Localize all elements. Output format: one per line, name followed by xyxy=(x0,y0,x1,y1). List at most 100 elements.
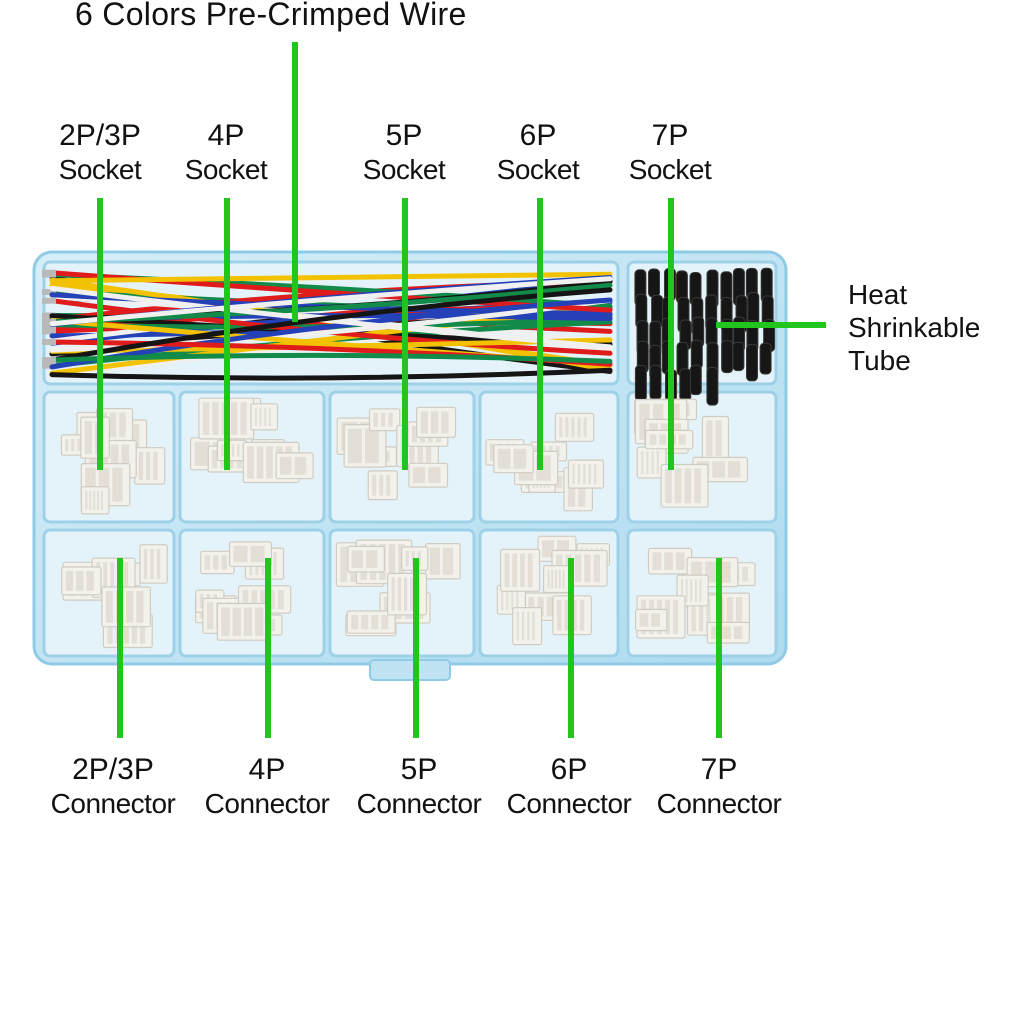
connector-slot xyxy=(109,412,117,438)
connector-kind: Connector xyxy=(50,788,176,820)
connector-slot xyxy=(699,579,702,602)
connector-slot xyxy=(371,615,379,630)
connector-slot xyxy=(107,618,113,644)
connector-slot xyxy=(684,468,692,504)
wire-title: 6 Colors Pre-Crimped Wire xyxy=(75,0,467,32)
crimp-terminal xyxy=(42,339,56,345)
connector-slot xyxy=(242,589,249,610)
connector-slot xyxy=(698,598,704,632)
heat-tube-line1: Heat xyxy=(848,279,908,310)
heat-tube-line3: Tube xyxy=(848,345,911,377)
connector-slot xyxy=(694,468,701,504)
connector-slot xyxy=(71,438,75,452)
connector-slot xyxy=(76,571,84,591)
socket-label-2p3p: 2P/3P Socket xyxy=(48,118,152,186)
connector-slot xyxy=(361,615,369,630)
connector-slot xyxy=(143,548,148,580)
connector-slot xyxy=(528,597,535,617)
connector-slot xyxy=(584,554,591,583)
connector-slot xyxy=(221,444,224,457)
connector-slot xyxy=(388,544,396,580)
connector-slot xyxy=(381,615,389,630)
connector-slot xyxy=(204,555,211,570)
socket-kind: Socket xyxy=(496,154,580,186)
connector-slot xyxy=(490,443,495,462)
connector-slot xyxy=(736,597,743,626)
connector-slot xyxy=(391,577,395,611)
connector-slot xyxy=(512,553,517,588)
shrink-tube xyxy=(706,367,719,406)
connector-piece xyxy=(701,415,730,461)
shrink-tube xyxy=(689,364,702,396)
connector-slot xyxy=(430,411,439,434)
connector-slot xyxy=(243,607,253,637)
connector-slot xyxy=(136,591,144,623)
socket-pins: 4P xyxy=(207,119,245,152)
connector-slot xyxy=(277,589,284,610)
connector-slot xyxy=(250,545,265,563)
connector-slot xyxy=(273,552,277,576)
connector-slot xyxy=(504,553,510,588)
connector-slot xyxy=(726,597,733,626)
socket-pins: 2P/3P xyxy=(59,119,141,152)
socket-pins: 7P xyxy=(651,119,689,152)
connector-slot xyxy=(522,611,525,641)
connector-slot xyxy=(646,451,649,474)
connector-slot xyxy=(103,562,108,594)
connector-slot xyxy=(546,597,553,617)
connector-slot xyxy=(583,464,586,485)
connector-pins: 6P xyxy=(550,753,588,786)
connector-slot xyxy=(579,599,585,631)
connector-slot xyxy=(379,474,384,496)
socket-pins: 6P xyxy=(519,119,557,152)
connector-pins: 2P/3P xyxy=(72,753,154,786)
connector-slot xyxy=(537,597,544,617)
socket-kind: Socket xyxy=(628,154,712,186)
connector-slot xyxy=(77,438,81,452)
connector-slot xyxy=(221,555,227,570)
shrink-tube xyxy=(648,268,660,298)
connector-slot xyxy=(150,548,154,580)
crimp-terminal xyxy=(42,362,56,369)
leader-lines xyxy=(97,42,826,738)
connector-slot xyxy=(405,550,409,567)
connector-slot xyxy=(84,421,93,455)
crimp-terminal xyxy=(42,327,56,333)
connector-slot xyxy=(373,412,378,427)
connector-slot xyxy=(429,547,440,575)
connector-piece xyxy=(250,403,279,431)
box-latch xyxy=(369,659,451,681)
shrink-tube xyxy=(679,368,692,402)
connector-pins: 5P xyxy=(400,753,438,786)
connector-slot xyxy=(269,589,275,610)
connector-slot xyxy=(593,554,600,583)
shrink-tube xyxy=(759,342,772,375)
socket-pins: 5P xyxy=(385,119,423,152)
connector-slot xyxy=(351,615,359,630)
connector-slot xyxy=(722,626,731,639)
connector-kind: Connector xyxy=(656,788,782,820)
connector-slot xyxy=(404,577,408,611)
connector-slot xyxy=(639,613,649,627)
connector-slot xyxy=(156,548,161,580)
connector-slot xyxy=(101,490,103,510)
connector-slot xyxy=(268,407,271,426)
connector-label-5p: 5P Connector xyxy=(346,752,492,820)
connector-slot xyxy=(131,618,137,644)
shrink-tube xyxy=(649,364,662,401)
connector-slot xyxy=(65,438,69,452)
connector-slot xyxy=(397,577,401,611)
connector-slot xyxy=(385,450,390,463)
connector-slot xyxy=(255,607,264,637)
connector-slot xyxy=(559,417,563,438)
connector-slot xyxy=(501,589,504,611)
connector-slot xyxy=(673,599,678,634)
connector-slot xyxy=(411,425,417,443)
connector-slot xyxy=(572,464,575,485)
connector-slot xyxy=(89,444,98,474)
connector-slot xyxy=(85,490,88,510)
connector-slot xyxy=(567,471,576,507)
connector-slot xyxy=(574,554,582,583)
connector-pieces xyxy=(60,397,756,649)
